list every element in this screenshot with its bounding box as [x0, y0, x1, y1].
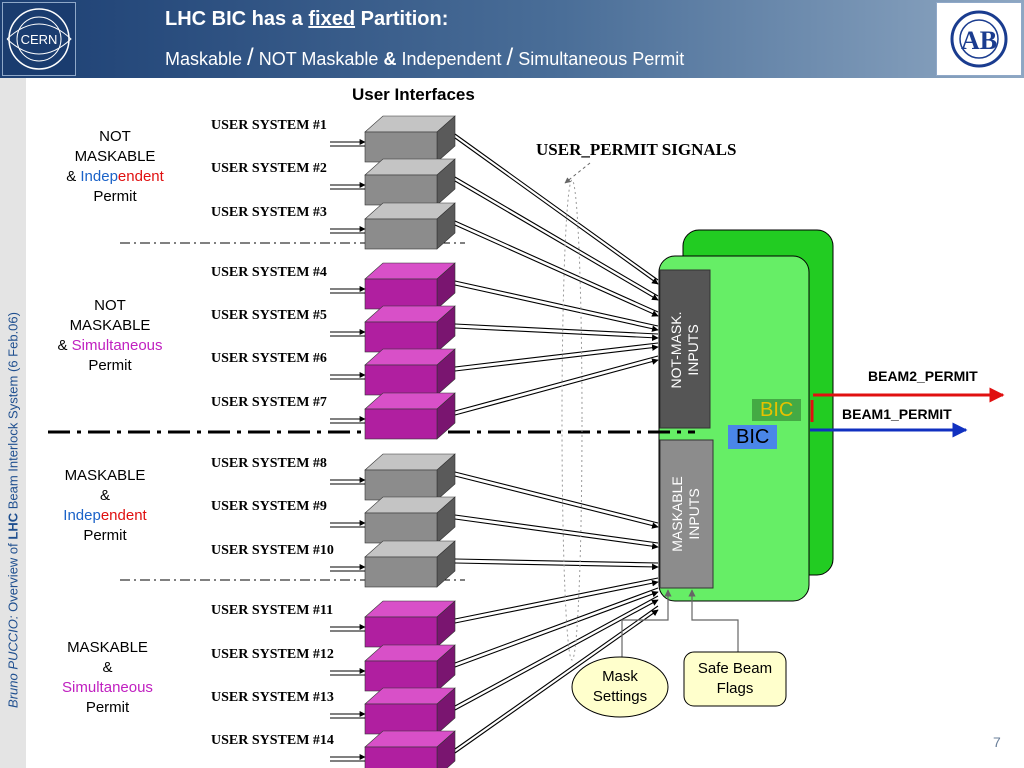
user-permit-1-line [454, 133, 659, 285]
user-permit-signals-label: USER_PERMIT SIGNALS [536, 140, 737, 159]
user-system-4-input-arrow [330, 286, 366, 294]
user-system-5-input-arrow [330, 329, 366, 337]
safe-beam-connector [688, 589, 739, 652]
user-system-7-label: USER SYSTEM #7 [211, 395, 327, 410]
user-system-13-box [364, 687, 456, 735]
user-permit-10-line [454, 558, 659, 571]
bic-label-back: BIC [752, 399, 802, 421]
slide-title: LHC BIC has a fixed Partition: [165, 8, 449, 30]
ab-department-logo: AB [936, 2, 1022, 76]
left-sidebar [0, 78, 26, 768]
user-permit-7-line [454, 355, 659, 416]
user-system-14-label: USER SYSTEM #14 [211, 733, 334, 748]
not-mask-inputs-label: NOT-MASK.INPUTS [668, 311, 701, 389]
user-permit-pointer [564, 162, 591, 184]
user-permit-5-line [454, 323, 659, 342]
user-system-11-input-arrow [330, 624, 366, 632]
user-system-10-label: USER SYSTEM #10 [211, 543, 334, 558]
user-system-6-label: USER SYSTEM #6 [211, 351, 327, 366]
user-system-2-input-arrow [330, 182, 366, 190]
user-permit-bracket [561, 179, 583, 661]
svg-text:CERN: CERN [21, 32, 58, 47]
cern-logo: CERN [2, 2, 76, 76]
page-number: 7 [993, 734, 1001, 750]
user-permit-4-line [454, 280, 659, 332]
user-system-12-label: USER SYSTEM #12 [211, 647, 334, 662]
user-system-6-box [364, 348, 456, 396]
user-system-1-box [364, 115, 456, 163]
user-permit-12-line [454, 587, 659, 668]
user-system-12-input-arrow [330, 668, 366, 676]
beam2-permit-label: BEAM2_PERMIT [868, 368, 978, 384]
user-system-1-label: USER SYSTEM #1 [211, 118, 327, 133]
user-system-14-input-arrow [330, 754, 366, 762]
slide-header [0, 0, 1024, 78]
user-permit-11-line [454, 577, 659, 624]
user-system-10-box [364, 540, 456, 588]
user-system-6-input-arrow [330, 372, 366, 380]
user-system-7-box [364, 392, 456, 440]
user-system-9-label: USER SYSTEM #9 [211, 499, 327, 514]
user-permit-13-line [454, 595, 659, 711]
beam1-permit-label: BEAM1_PERMIT [842, 406, 952, 422]
user-permit-8-line [454, 471, 659, 529]
user-system-8-box [364, 453, 456, 501]
user-permit-14-line [454, 605, 659, 754]
user-system-11-box [364, 600, 456, 648]
user-system-13-label: USER SYSTEM #13 [211, 690, 334, 705]
user-system-5-box [364, 305, 456, 353]
user-system-5-label: USER SYSTEM #5 [211, 308, 327, 323]
bic-label-front: BIC [728, 425, 778, 449]
user-system-1-input-arrow [330, 139, 366, 147]
user-interfaces-heading: User Interfaces [352, 85, 475, 104]
maskable-inputs-block [659, 439, 714, 589]
slide-subtitle: Maskable / NOT Maskable & Independent / … [165, 44, 685, 71]
user-system-7-input-arrow [330, 416, 366, 424]
user-system-13-input-arrow [330, 711, 366, 719]
user-system-8-label: USER SYSTEM #8 [211, 456, 327, 471]
mask-settings-oval [571, 656, 669, 718]
safe-beam-box [683, 651, 787, 707]
user-system-4-label: USER SYSTEM #4 [211, 265, 327, 280]
user-system-2-box [364, 158, 456, 206]
user-system-2-label: USER SYSTEM #2 [211, 161, 327, 176]
mask-settings-connector [621, 589, 672, 663]
svg-text:AB: AB [961, 26, 997, 55]
user-system-4-box [364, 262, 456, 310]
user-system-3-label: USER SYSTEM #3 [211, 205, 327, 220]
user-permit-9-line [454, 514, 659, 550]
user-system-10-input-arrow [330, 564, 366, 572]
user-system-8-input-arrow [330, 477, 366, 485]
user-system-14-box [364, 730, 456, 768]
user-system-3-input-arrow [330, 226, 366, 234]
user-permit-2-line [454, 176, 659, 301]
user-permit-6-line [454, 342, 659, 372]
not-mask-inputs-block [659, 269, 711, 429]
user-permit-3-line [454, 220, 659, 317]
user-system-11-label: USER SYSTEM #11 [211, 603, 334, 618]
user-system-12-box [364, 644, 456, 692]
user-system-9-input-arrow [330, 520, 366, 528]
user-system-9-box [364, 496, 456, 544]
user-system-3-box [364, 202, 456, 250]
